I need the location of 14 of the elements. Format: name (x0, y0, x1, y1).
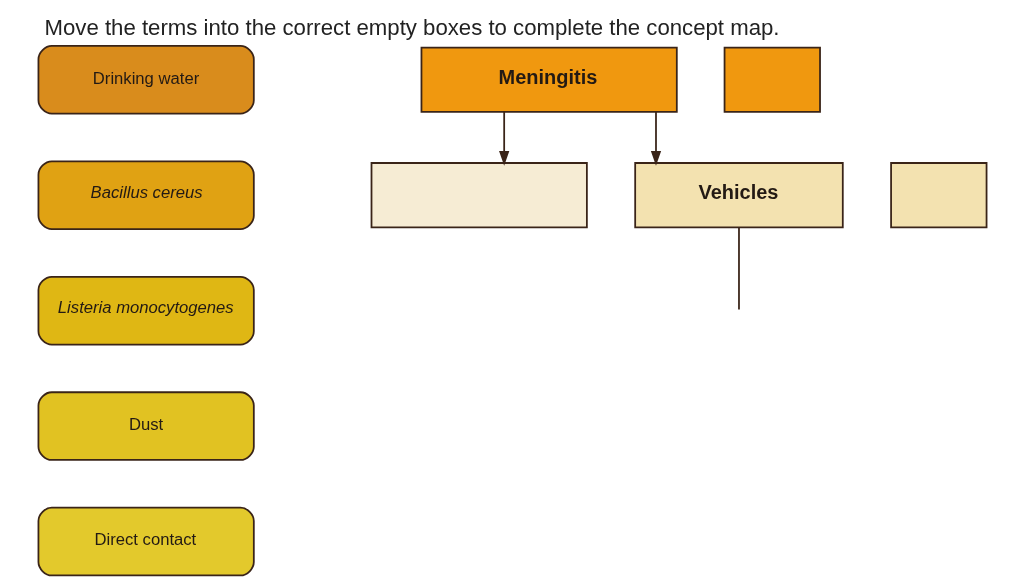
node-box: Direct contact (37, 506, 255, 577)
connector (737, 226, 740, 311)
arrow (498, 111, 509, 166)
node-box: Dust (37, 391, 255, 461)
node-box: Listeria monocytogenes (37, 275, 255, 346)
node-box (370, 162, 588, 229)
node-box (723, 46, 821, 113)
node-box: Bacillus cereus (37, 160, 255, 230)
node-box (889, 162, 987, 229)
node-box: Vehicles (633, 162, 844, 229)
arrow (650, 111, 661, 166)
node-box: Meningitis (420, 46, 678, 113)
diagram-title: Move the terms into the correct empty boxes to complete the concept map. (44, 14, 780, 40)
node-box: Drinking water (37, 45, 255, 115)
